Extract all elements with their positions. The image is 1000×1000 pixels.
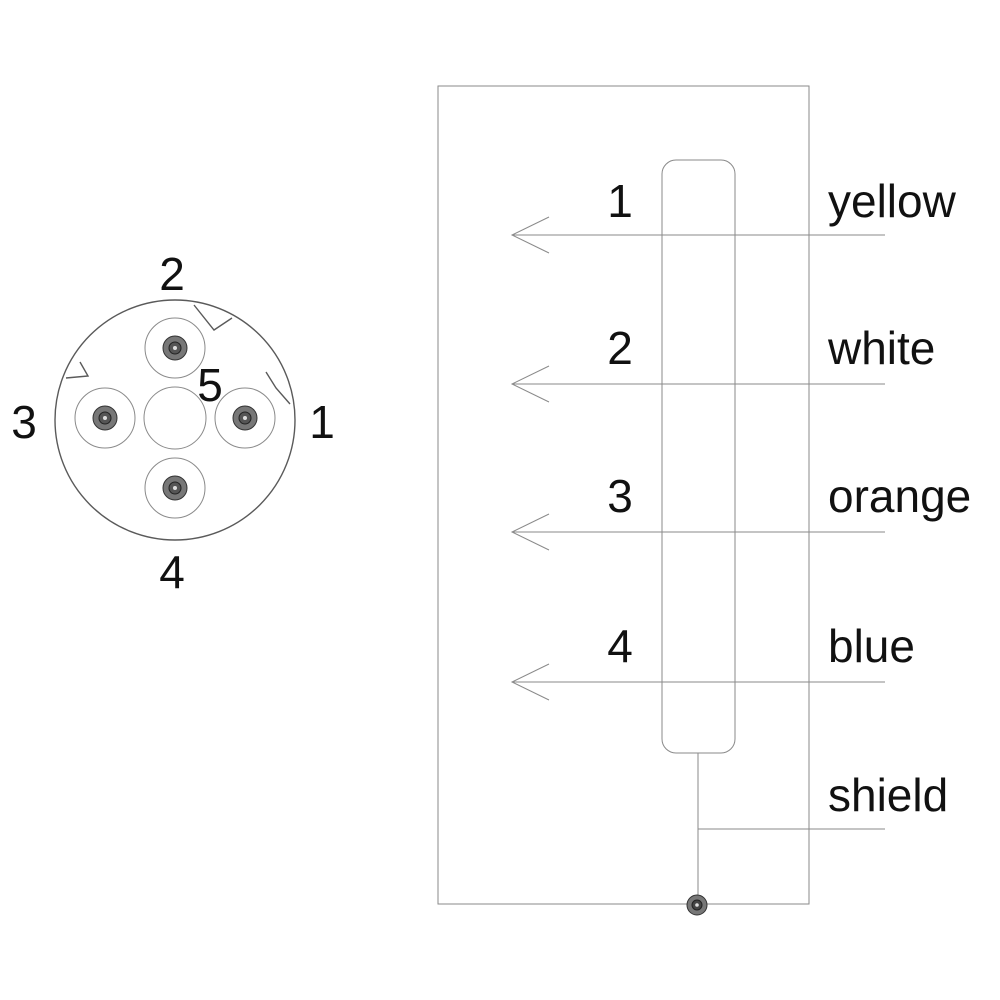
- connector-pin-2: [144, 317, 206, 379]
- pin-label-1: 1: [309, 396, 335, 448]
- wire-4-number: 4: [607, 620, 633, 672]
- connector-face-view: 2 5 3 1 4: [11, 248, 335, 598]
- wire-3: 3 orange: [510, 470, 971, 551]
- pin-label-4: 4: [159, 546, 185, 598]
- connector-pin-3: [74, 387, 136, 449]
- wire-1-number: 1: [607, 175, 633, 227]
- wire-2: 2 white: [510, 322, 935, 403]
- wire-1-arrow: [510, 216, 550, 254]
- connector-pin-1: [214, 387, 276, 449]
- wire-2-arrow: [510, 365, 550, 403]
- connector-pin-4: [144, 457, 206, 519]
- connector-body-outline: [54, 299, 296, 541]
- wire-4-arrow: [510, 663, 550, 701]
- cable-bundle: [661, 159, 736, 754]
- connector-key-notch-right: [265, 371, 291, 405]
- wiring-schematic: 1 yellow 2 white 3 orange 4 blue: [437, 85, 971, 916]
- connector-pin-5: [143, 386, 207, 450]
- wire-4-color: blue: [828, 620, 915, 672]
- pin-label-3: 3: [11, 396, 37, 448]
- pin-label-5: 5: [197, 359, 223, 411]
- shield-label: shield: [828, 769, 948, 821]
- wire-3-color: orange: [828, 470, 971, 522]
- connector-key-notch-left: [65, 361, 90, 379]
- shield-ground-terminal: [686, 894, 708, 916]
- wire-2-number: 2: [607, 322, 633, 374]
- shield-wire: shield: [686, 753, 948, 916]
- wire-4: 4 blue: [510, 620, 915, 701]
- wire-2-color: white: [827, 322, 935, 374]
- pin-label-2: 2: [159, 248, 185, 300]
- schematic-frame: [437, 85, 810, 905]
- wire-3-number: 3: [607, 470, 633, 522]
- connector-key-notch-top: [193, 304, 233, 331]
- wire-1: 1 yellow: [510, 175, 957, 254]
- wire-1-color: yellow: [828, 175, 957, 227]
- wire-3-arrow: [510, 513, 550, 551]
